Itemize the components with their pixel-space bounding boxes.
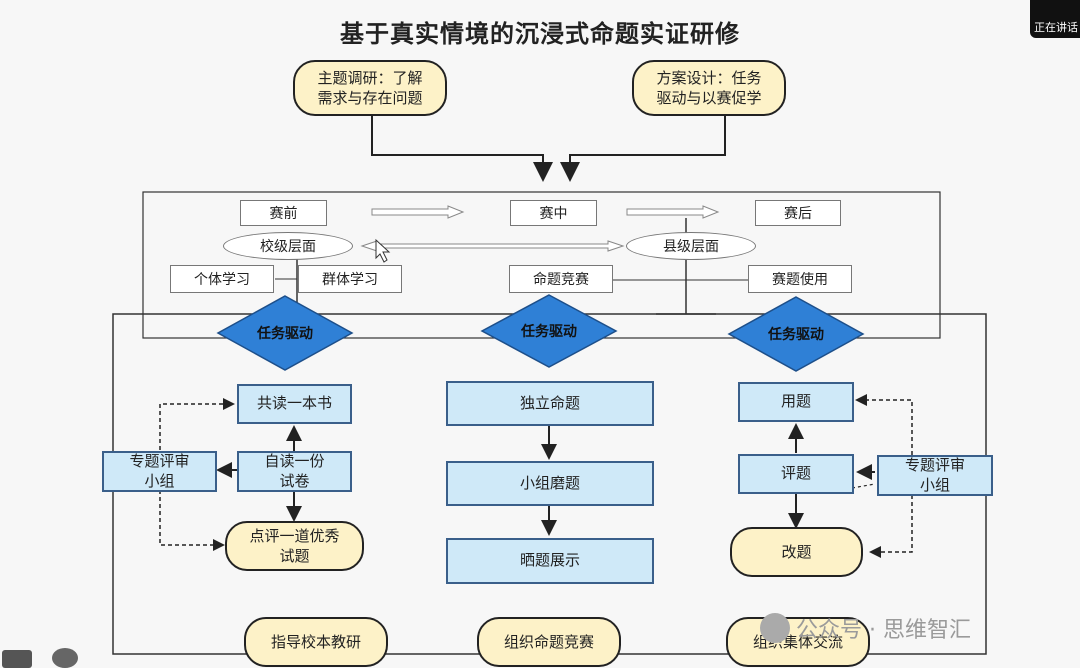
group-polish-box: 小组磨题 — [446, 461, 654, 506]
task-diamond-right-shape — [727, 296, 865, 372]
school-level: 校级层面 — [223, 232, 353, 260]
use-question-box: 用题 — [738, 382, 854, 422]
evaluate-box: 评题 — [738, 454, 854, 494]
mouse-cursor — [375, 238, 391, 263]
read-book-box: 共读一本书 — [237, 384, 352, 424]
activity-contest: 命题竞赛 — [509, 265, 613, 293]
stage-before: 赛前 — [240, 200, 327, 226]
activity-individual: 个体学习 — [170, 265, 274, 293]
comment-pill: 点评一道优秀 试题 — [225, 521, 364, 571]
show-box: 晒题展示 — [446, 538, 654, 584]
left-pill-connector — [371, 116, 553, 182]
task-diamond-mid-shape — [480, 294, 618, 368]
wechat-icon — [760, 613, 790, 643]
level-double-arrow — [360, 240, 625, 252]
stage-arrow-2 — [626, 205, 720, 219]
top-pill-research: 主题调研：了解 需求与存在问题 — [293, 60, 447, 116]
stage-arrow-1 — [371, 205, 465, 219]
independent-box: 独立命题 — [446, 381, 654, 426]
chat-icon[interactable] — [52, 648, 78, 668]
self-read-box: 自读一份 试卷 — [237, 451, 352, 492]
task-diamond-left-shape — [216, 295, 354, 371]
right-pill-connector — [560, 116, 726, 182]
task-drive-right: 任务驱动 — [768, 327, 824, 343]
revise-pill: 改题 — [730, 527, 863, 577]
stage-during: 赛中 — [510, 200, 597, 226]
top-pill-design: 方案设计：任务 驱动与以赛促学 — [632, 60, 786, 116]
task-drive-middle: 任务驱动 — [521, 324, 577, 340]
county-level: 县级层面 — [626, 232, 756, 260]
activity-use: 赛题使用 — [748, 265, 852, 293]
bottom-pill-guide: 指导校本教研 — [244, 617, 388, 667]
task-drive-left: 任务驱动 — [257, 326, 313, 342]
page-title: 基于真实情境的沉浸式命题实证研修 — [340, 20, 740, 48]
bottom-pill-organize-contest: 组织命题竞赛 — [477, 617, 621, 667]
camera-icon[interactable] — [2, 650, 32, 668]
left-review-group-box: 专题评审 小组 — [102, 451, 217, 492]
right-review-group-box: 专题评审 小组 — [877, 455, 993, 496]
speaking-badge: 正在讲话 — [1030, 0, 1080, 38]
stage-after: 赛后 — [755, 200, 841, 226]
watermark: 公众号 · 思维智汇 — [760, 612, 971, 644]
activity-group: 群体学习 — [298, 265, 402, 293]
